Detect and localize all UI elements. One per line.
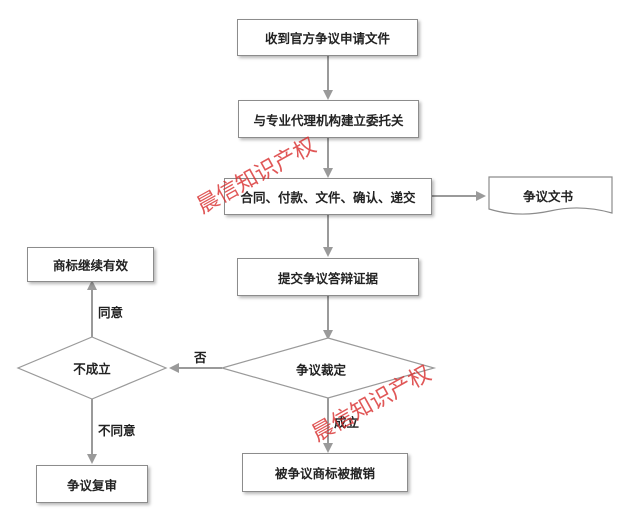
edge-label-no: 否 (194, 350, 207, 365)
node-dispute-review-label: 争议复审 (66, 477, 117, 493)
edge-label-agree: 同意 (98, 305, 124, 320)
node-trademark-continues-label: 商标继续有效 (52, 258, 128, 273)
node-contract-steps: 合同、付款、文件、确认、递交 (224, 178, 432, 215)
node-submit-defense: 提交争议答辩证据 (237, 258, 419, 296)
node-contract-steps-label: 合同、付款、文件、确认、递交 (240, 190, 416, 205)
node-receive-docs-label: 收到官方争议申请文件 (264, 31, 390, 46)
ruling-diamond (219, 337, 437, 399)
edge-label-disagree: 不同意 (98, 423, 136, 438)
node-receive-docs: 收到官方争议申请文件 (237, 19, 418, 56)
edge-label-established: 成立 (334, 415, 360, 430)
dispute-document-shape (488, 176, 613, 215)
node-delegate-agency: 与专业代理机构建立委托关 (238, 100, 419, 138)
node-trademark-revoked: 被争议商标被撤销 (242, 453, 408, 492)
node-not-established-label: 不成立 (73, 361, 111, 377)
node-dispute-review: 争议复审 (36, 465, 148, 503)
node-delegate-agency-label: 与专业代理机构建立委托关 (253, 112, 404, 128)
node-submit-defense-label: 提交争议答辩证据 (277, 270, 378, 286)
node-dispute-ruling-label: 争议裁定 (295, 362, 347, 378)
node-trademark-revoked-label: 被争议商标被撤销 (274, 466, 375, 481)
not-established-diamond (16, 336, 168, 400)
node-trademark-continues: 商标继续有效 (27, 247, 154, 282)
node-dispute-doc-label: 争议文书 (523, 189, 574, 204)
